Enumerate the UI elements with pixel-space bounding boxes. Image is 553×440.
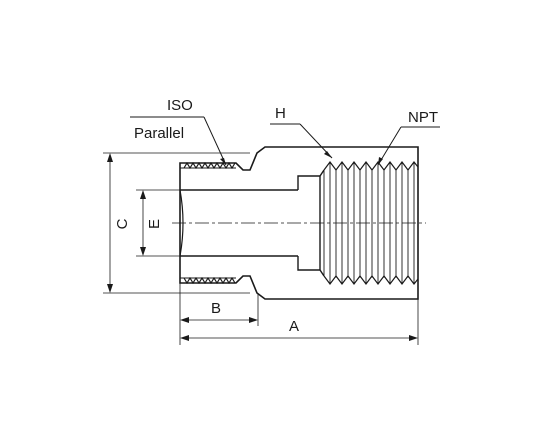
label-parallel: Parallel [134,125,184,142]
label-iso: ISO [167,97,193,114]
fitting-body [172,146,426,300]
leader-lines [130,116,440,166]
label-c: C [114,218,131,229]
label-h: H [275,105,286,122]
label-e: E [146,219,163,229]
label-a: A [289,318,299,335]
label-npt: NPT [408,109,438,126]
dimensions [103,152,419,345]
label-b: B [211,300,221,317]
